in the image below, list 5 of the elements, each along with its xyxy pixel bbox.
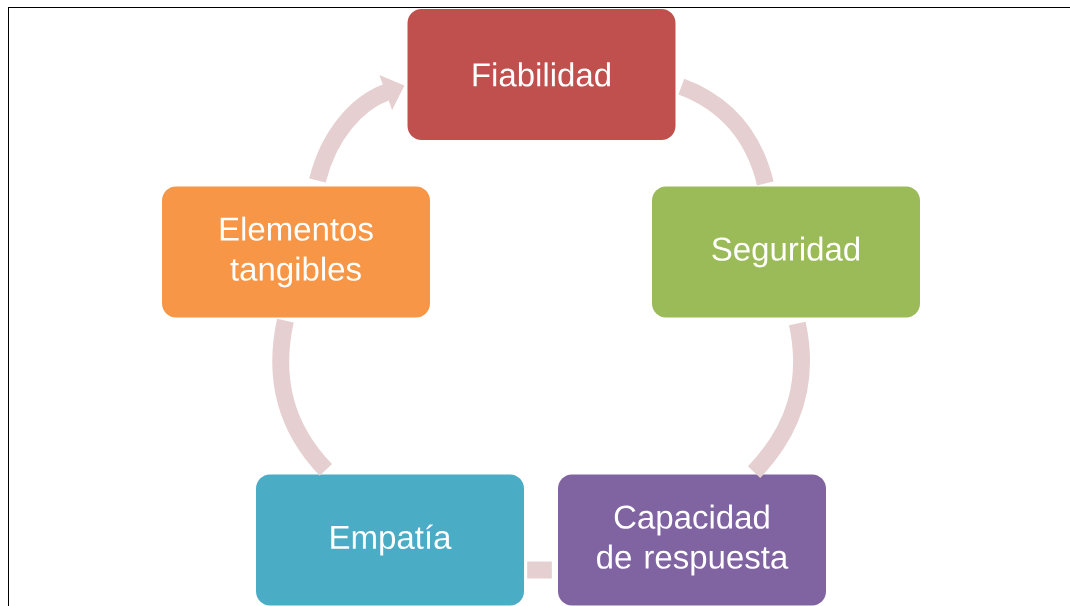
process-box: Seguridad <box>652 186 920 318</box>
process-box: Empatía <box>256 474 524 606</box>
process-box: Capacidad de respuesta <box>558 474 826 606</box>
process-box: Elementos tangibles <box>162 186 430 318</box>
process-box: Fiabilidad <box>407 9 676 140</box>
